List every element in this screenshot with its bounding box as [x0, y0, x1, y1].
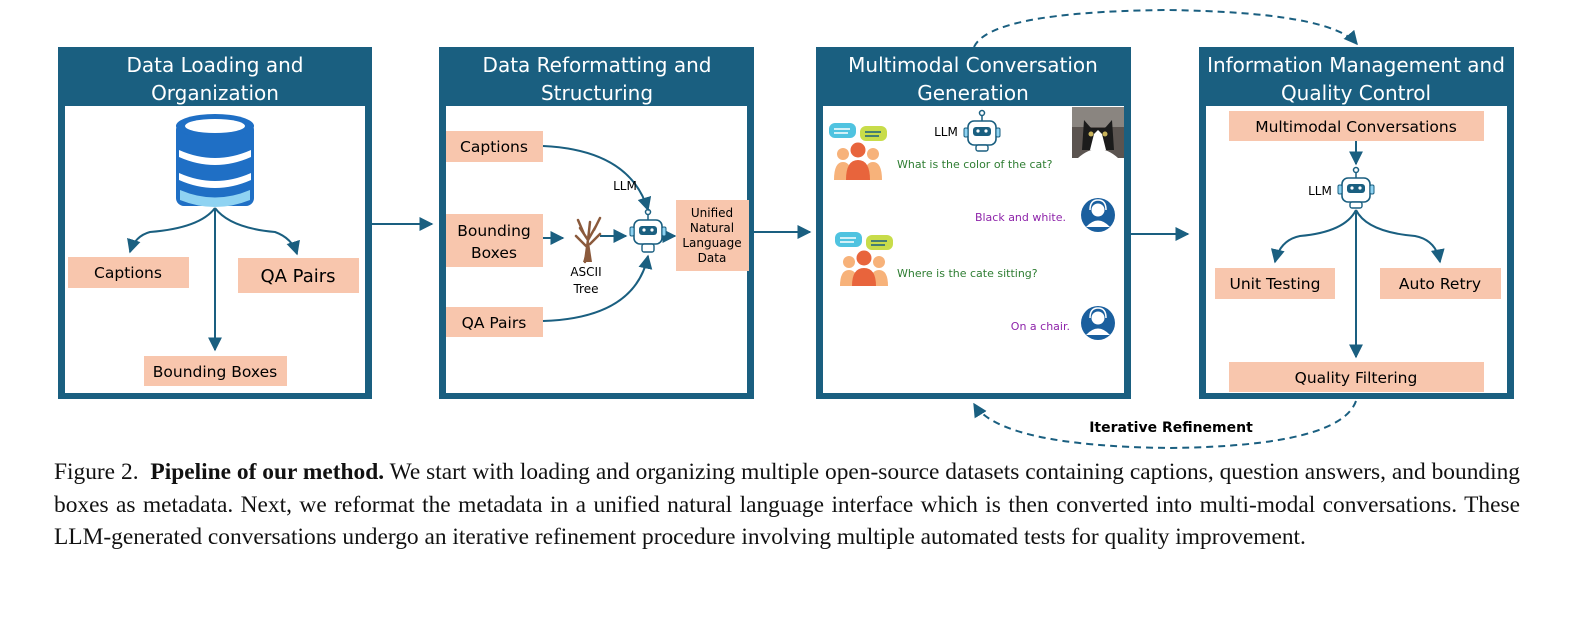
conversation-question-2: Where is the cate sitting? [897, 267, 1038, 280]
robot-icon [629, 208, 667, 253]
multimodal-conversations-box: Multimodal Conversations [1255, 118, 1457, 136]
figure-caption: Figure 2. Pipeline of our method. We sta… [54, 456, 1520, 554]
panel3-llm-label: LLM [934, 125, 958, 139]
panel1-qa-pairs-box: QA Pairs [260, 266, 335, 287]
panel1-title-line1: Data Loading and [126, 53, 303, 77]
panel4-title-line1: Information Management and [1207, 53, 1505, 77]
quality-filtering-box: Quality Filtering [1295, 369, 1418, 387]
panel-conversation-generation: Multimodal Conversation Generation LLM [816, 47, 1131, 399]
top-loop-arrow [973, 8, 1358, 48]
panel2-captions-box: Captions [460, 138, 528, 156]
tree-icon [574, 216, 602, 264]
cat-image [1072, 107, 1124, 158]
conversation-answer-1: Black and white. [975, 211, 1066, 224]
unit-testing-box: Unit Testing [1230, 275, 1321, 293]
panel4-llm-label: LLM [1308, 184, 1332, 198]
unified-line3: Language [682, 236, 741, 250]
conversation-answer-2: On a chair. [1011, 320, 1070, 333]
caption-bold: Pipeline of our method. [150, 459, 385, 485]
people-group-icon [835, 232, 893, 286]
panel2-llm-label: LLM [613, 179, 637, 193]
assistant-avatar-icon [1081, 306, 1115, 340]
conversation-question-1: What is the color of the cat? [897, 158, 1053, 171]
database-icon [176, 114, 254, 207]
panel2-bounding-boxes-line2: Boxes [471, 244, 517, 262]
panel2-title-line1: Data Reformatting and [483, 53, 712, 77]
panel3-title-line1: Multimodal Conversation [848, 53, 1098, 77]
ascii-tree-label-line2: Tree [572, 282, 598, 296]
unified-line4: Data [698, 251, 727, 265]
panel-data-reformatting: Data Reformatting and Structuring Captio… [439, 47, 754, 399]
assistant-avatar-icon [1081, 198, 1115, 232]
auto-retry-box: Auto Retry [1399, 275, 1481, 293]
panel2-bounding-boxes-line1: Bounding [457, 222, 531, 240]
panel4-title-line2: Quality Control [1281, 81, 1431, 105]
pipeline-diagram: Data Loading and Organization Captions Q… [58, 8, 1514, 450]
robot-icon [1337, 166, 1375, 209]
caption-text: We start with loading and organizing mul… [54, 459, 1520, 550]
people-group-icon [829, 123, 887, 180]
iterative-refinement-label: Iterative Refinement [1089, 420, 1253, 436]
ascii-tree-label-line1: ASCII [570, 265, 601, 279]
panel1-captions-box: Captions [94, 264, 162, 282]
panel-data-loading: Data Loading and Organization Captions Q… [58, 47, 372, 399]
panel1-title-line2: Organization [151, 81, 279, 105]
caption-label: Figure 2. [54, 459, 139, 485]
panel2-qa-pairs-box: QA Pairs [462, 314, 527, 332]
panel2-title-line2: Structuring [541, 81, 653, 105]
panel1-bounding-boxes-box: Bounding Boxes [153, 363, 277, 381]
unified-line2: Natural [690, 221, 734, 235]
panel-quality-control: Information Management and Quality Contr… [1199, 47, 1514, 399]
robot-icon [963, 109, 1001, 152]
panel3-title-line2: Generation [917, 81, 1029, 105]
unified-line1: Unified [691, 206, 733, 220]
